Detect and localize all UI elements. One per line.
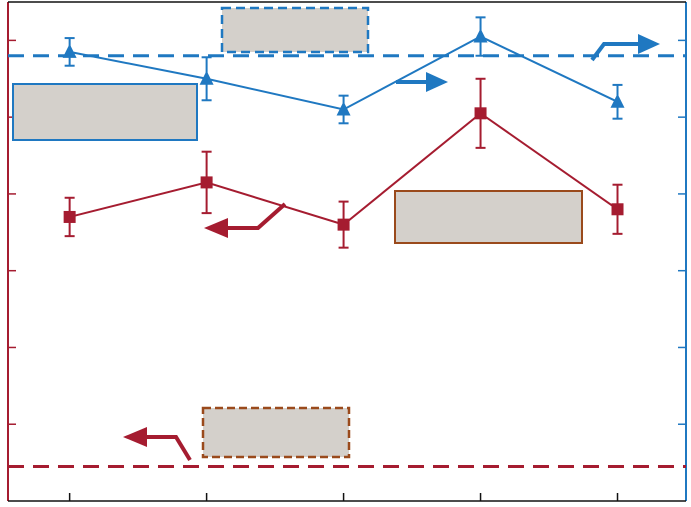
left-axis-arrow: [145, 435, 192, 462]
chart-marks: [7, 1, 687, 502]
left-series-point: [611, 203, 624, 216]
right-series-point: [473, 28, 488, 43]
redacted-label-box: [394, 190, 583, 244]
right-axis-arrow: [590, 42, 640, 62]
right-series-point: [62, 43, 77, 58]
right-axis-arrow-head: [638, 34, 660, 54]
chart-annotations: [12, 6, 660, 462]
left-axis-arrow-head: [204, 218, 228, 238]
redacted-label-box: [220, 6, 370, 54]
left-series-point: [63, 210, 76, 223]
left-series-point: [200, 176, 213, 189]
right-series-point: [336, 101, 351, 116]
right-series-point: [610, 93, 625, 108]
left-series-point: [337, 218, 350, 231]
redacted-label-box: [201, 406, 351, 459]
left-axis-arrow: [226, 202, 287, 230]
redacted-label-box: [12, 83, 198, 141]
left-series-point: [474, 107, 487, 120]
left-axis-arrow-head: [123, 427, 147, 447]
right-series-point: [199, 70, 214, 85]
right-axis-arrow-head: [426, 72, 448, 92]
